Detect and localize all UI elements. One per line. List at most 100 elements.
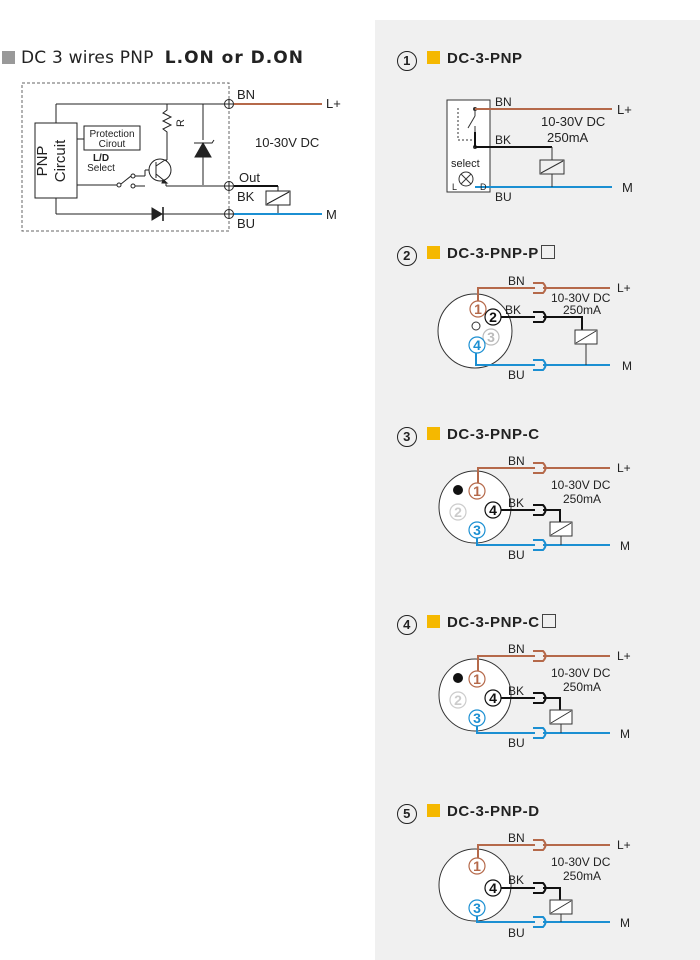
yellow-square-icon [427, 246, 440, 259]
protection-label-line1: Protection [89, 129, 134, 140]
bu-label: BU [508, 368, 525, 382]
pin-1: 1 [473, 483, 481, 499]
empty-box-icon [540, 245, 555, 259]
diagram-3: 1 2 4 3 BN BK BU L+ M 10-30V DC 250mA [438, 454, 631, 562]
section-label: DC-3-PNP-D [447, 803, 540, 820]
bk-label: BK [508, 684, 524, 698]
select-label-line2: Select [87, 163, 115, 174]
d-label: D [480, 182, 487, 192]
section-number: 5 [397, 804, 417, 824]
section-title-4: 4 DC-3-PNP-C [397, 614, 556, 635]
pin-4: 4 [489, 690, 497, 706]
bk-label: BK [505, 303, 521, 317]
pin-3: 3 [473, 900, 481, 916]
current-label: 250mA [563, 680, 601, 694]
yellow-square-icon [427, 427, 440, 440]
bn-label: BN [508, 831, 525, 845]
section-number: 3 [397, 427, 417, 447]
section-title-2: 2 DC-3-PNP-P [397, 245, 555, 266]
bk-label: BK [508, 873, 524, 887]
lplus-label: L+ [617, 838, 631, 852]
protection-label-line2: Cirout [99, 139, 126, 150]
diagram-5: 1 4 3 BN BK BU L+ M 10-30V DC 250mA [438, 831, 631, 940]
section-number: 4 [397, 615, 417, 635]
voltage-label: 10-30V DC [551, 666, 611, 680]
bk-label: BK [237, 189, 255, 204]
pin-4: 4 [489, 880, 497, 896]
protection-box [83, 125, 141, 151]
l-label: L [452, 182, 457, 192]
pin-3: 3 [487, 329, 495, 345]
m-label: M [622, 359, 632, 373]
pin-1: 1 [473, 671, 481, 687]
voltage-label: 10-30V DC [551, 291, 611, 305]
yellow-square-icon [427, 51, 440, 64]
section-label: DC-3-PNP-C [447, 614, 540, 631]
m-label: M [326, 207, 337, 222]
section-label: DC-3-PNP-P [447, 245, 539, 262]
pin-2: 2 [489, 309, 497, 325]
diagram-2: 1 2 3 4 BN BK BU L+ M 10-30V DC 250mA [437, 274, 632, 382]
gray-square-icon [2, 51, 15, 64]
lplus-label: L+ [617, 461, 631, 475]
bu-label: BU [508, 736, 525, 750]
bn-label: BN [495, 95, 512, 109]
yellow-square-icon [427, 615, 440, 628]
pin-4: 4 [473, 337, 481, 353]
m-label: M [620, 916, 630, 930]
bu-label: BU [508, 926, 525, 940]
pnp-label-line2: Circuit [52, 139, 69, 182]
select-label: select [451, 158, 480, 170]
current-label: 250mA [563, 492, 601, 506]
bn-label: BN [508, 454, 525, 468]
resistor-label: R [175, 119, 187, 127]
pin-3: 3 [473, 522, 481, 538]
pin-1: 1 [473, 858, 481, 874]
bu-label: BU [237, 216, 255, 231]
yellow-square-icon [427, 804, 440, 817]
bn-label: BN [508, 274, 525, 288]
voltage-label: 10-30V DC [255, 135, 319, 150]
pnp-schematic [21, 82, 291, 232]
section-title-5: 5 DC-3-PNP-D [397, 803, 540, 824]
diagram-1: BN BK BU L+ M 10-30V DC 250mA select L D [446, 95, 633, 204]
out-label: Out [239, 170, 260, 185]
bn-label: BN [508, 642, 525, 656]
current-label: 250mA [563, 303, 601, 317]
current-label: 250mA [547, 130, 589, 145]
voltage-label: 10-30V DC [551, 478, 611, 492]
pnp-label-line1: PNP [34, 146, 51, 177]
pin-2: 2 [454, 692, 462, 708]
bu-label: BU [495, 190, 512, 204]
bk-label: BK [508, 496, 524, 510]
pin-2: 2 [454, 504, 462, 520]
bn-label: BN [237, 87, 255, 102]
bk-label: BK [495, 133, 511, 147]
bu-label: BU [508, 548, 525, 562]
left-diagram-title: DC 3 wires PNP L.ON or D.ON [2, 48, 304, 68]
resistor [161, 104, 173, 160]
voltage-label: 10-30V DC [541, 114, 605, 129]
section-number: 2 [397, 246, 417, 266]
voltage-label: 10-30V DC [551, 855, 611, 869]
dashed-housing [21, 82, 230, 232]
pin-1: 1 [474, 301, 482, 317]
lplus-label: L+ [617, 649, 631, 663]
lplus-label: L+ [326, 96, 341, 111]
title-prefix: DC 3 wires PNP [21, 48, 154, 68]
connector-face [438, 848, 512, 922]
section-label: DC-3-PNP-C [447, 426, 540, 443]
select-label-line1: L/D [93, 153, 109, 164]
m-label: M [622, 180, 633, 195]
pin-3: 3 [473, 710, 481, 726]
current-label: 250mA [563, 869, 601, 883]
pin-4: 4 [489, 502, 497, 518]
title-modes: L.ON or D.ON [164, 48, 304, 68]
section-label: DC-3-PNP [447, 50, 523, 67]
lplus-label: L+ [617, 281, 631, 295]
m-label: M [620, 727, 630, 741]
m-label: M [620, 539, 630, 553]
diagram-4: 1 2 4 3 BN BK BU L+ M 10-30V DC 250mA [438, 642, 631, 750]
